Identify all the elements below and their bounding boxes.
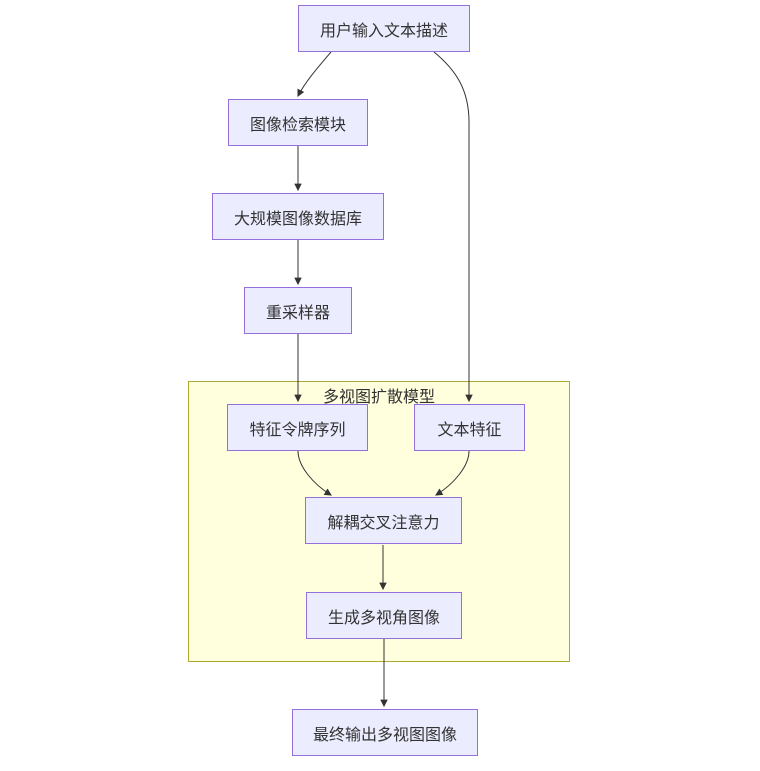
edge-user-input-to-text-features [433,51,473,403]
subgraph-label: 多视图扩散模型 [322,389,435,406]
node-user-input: 用户输入文本描述 [298,5,470,52]
node-resampler: 重采样器 [244,287,352,334]
node-image-database: 大规模图像数据库 [212,193,384,240]
node-text-features: 文本特征 [414,404,525,451]
node-final-output: 最终输出多视图图像 [292,709,478,756]
edge-user-input-to-image-retrieval [297,51,332,98]
node-generate-multiview: 生成多视角图像 [306,592,462,639]
node-feature-tokens: 特征令牌序列 [227,404,368,451]
node-image-retrieval: 图像检索模块 [228,99,368,146]
node-decoupled-attention: 解耦交叉注意力 [305,497,462,544]
